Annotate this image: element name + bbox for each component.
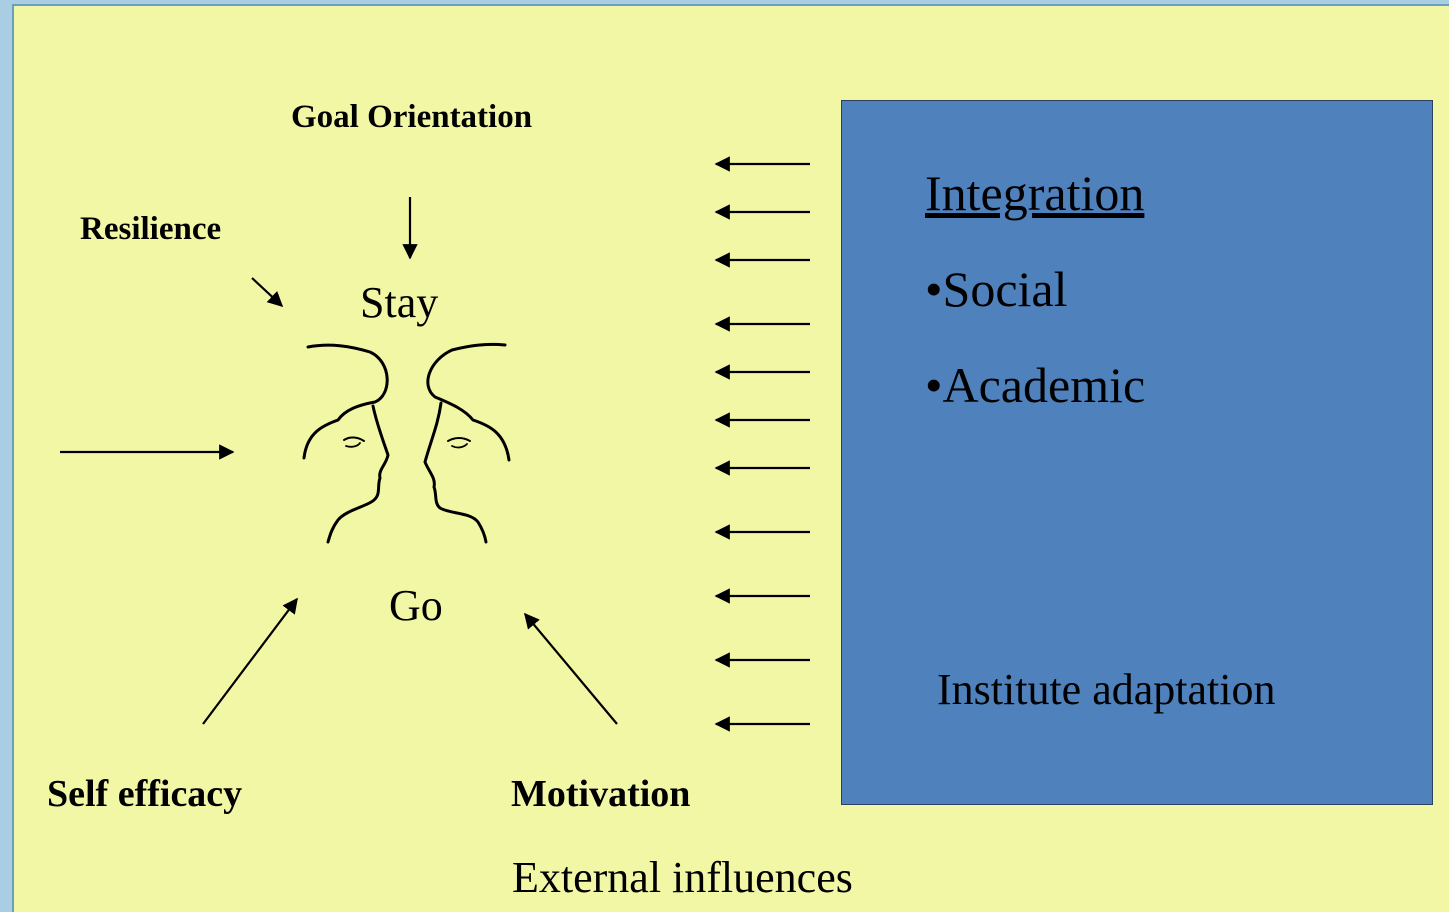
panel-footer: Institute adaptation	[937, 665, 1276, 714]
arrow-self-efficacy	[202, 597, 298, 725]
label-stay: Stay	[360, 278, 439, 327]
label-resilience: Resilience	[80, 211, 222, 247]
integration-panel	[841, 100, 1433, 805]
panel-item-social: •Social	[925, 261, 1068, 317]
label-go: Go	[389, 581, 443, 630]
panel-item-academic: •Academic	[925, 357, 1146, 413]
arrow-motivation	[524, 612, 618, 725]
label-goal-orientation: Goal Orientation	[291, 99, 533, 135]
arrow-resilience	[251, 277, 284, 308]
label-self-efficacy: Self efficacy	[47, 773, 243, 815]
two-faces-icon	[302, 342, 511, 544]
panel-heading: Integration	[925, 165, 1145, 221]
label-external-influences: External influences	[512, 853, 853, 902]
label-motivation: Motivation	[511, 773, 691, 815]
